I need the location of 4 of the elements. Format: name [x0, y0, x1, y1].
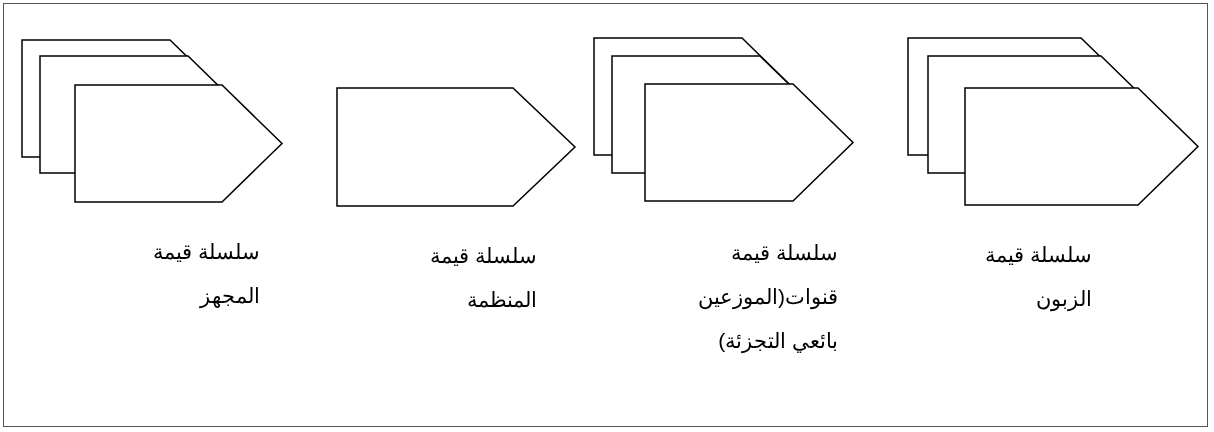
node-label: سلسلة قيمة الزبون: [984, 242, 1092, 314]
node-label: سلسلة قيمة المنظمة: [429, 243, 537, 313]
node-label: سلسلة قيمة قنوات(الموزعين بائعي التجزئة): [697, 240, 838, 356]
node-label: سلسلة قيمة المجهز: [152, 239, 260, 311]
